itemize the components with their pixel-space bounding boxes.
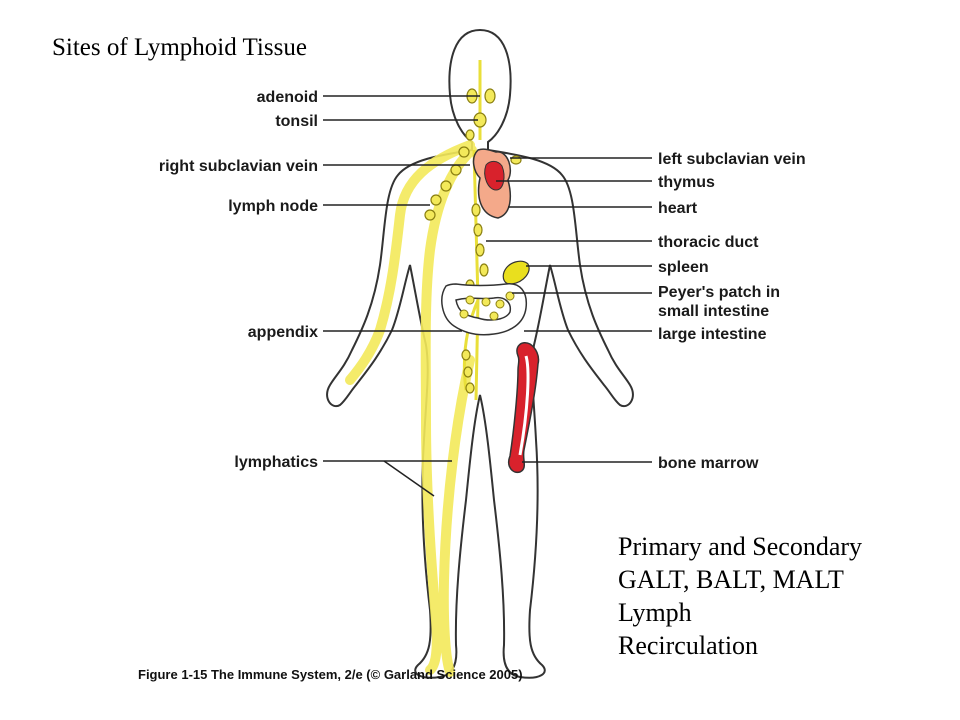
label-heart: heart [658,200,698,217]
slide-title: Sites of Lymphoid Tissue [52,34,307,61]
right-labels: left subclavian vein thymus heart thorac… [486,151,806,472]
bone-marrow-inner [518,355,530,456]
bone-marrow [508,342,540,474]
label-spleen: spleen [658,259,709,276]
topic-item: GALT, BALT, MALT [618,565,844,594]
label-peyers-patch-line1: Peyer's patch in [658,284,780,301]
spleen [502,260,530,285]
topic-item: Recirculation [618,631,759,660]
label-thymus: thymus [658,174,715,191]
label-lymphatics: lymphatics [234,454,318,471]
label-right-subclavian-vein: right subclavian vein [159,158,318,175]
topic-item: Lymph [618,598,692,627]
topic-list: Primary and Secondary GALT, BALT, MALT L… [618,530,862,662]
label-peyers-patch-line2: small intestine [658,303,769,320]
figure-caption: Figure 1-15 The Immune System, 2/e (© Ga… [138,667,523,682]
label-large-intestine: large intestine [658,326,767,343]
left-labels: adenoid tonsil right subclavian vein lym… [159,89,480,497]
peyers-patches [459,291,515,321]
label-thoracic-duct: thoracic duct [658,234,759,251]
label-tonsil: tonsil [275,113,318,130]
label-appendix: appendix [248,324,318,341]
label-adenoid: adenoid [257,89,318,106]
label-lymph-node: lymph node [228,198,318,215]
topic-item: Primary and Secondary [618,532,863,561]
label-bone-marrow: bone marrow [658,455,759,472]
label-left-subclavian-vein: left subclavian vein [658,151,806,168]
lymphatic-network [345,140,477,677]
